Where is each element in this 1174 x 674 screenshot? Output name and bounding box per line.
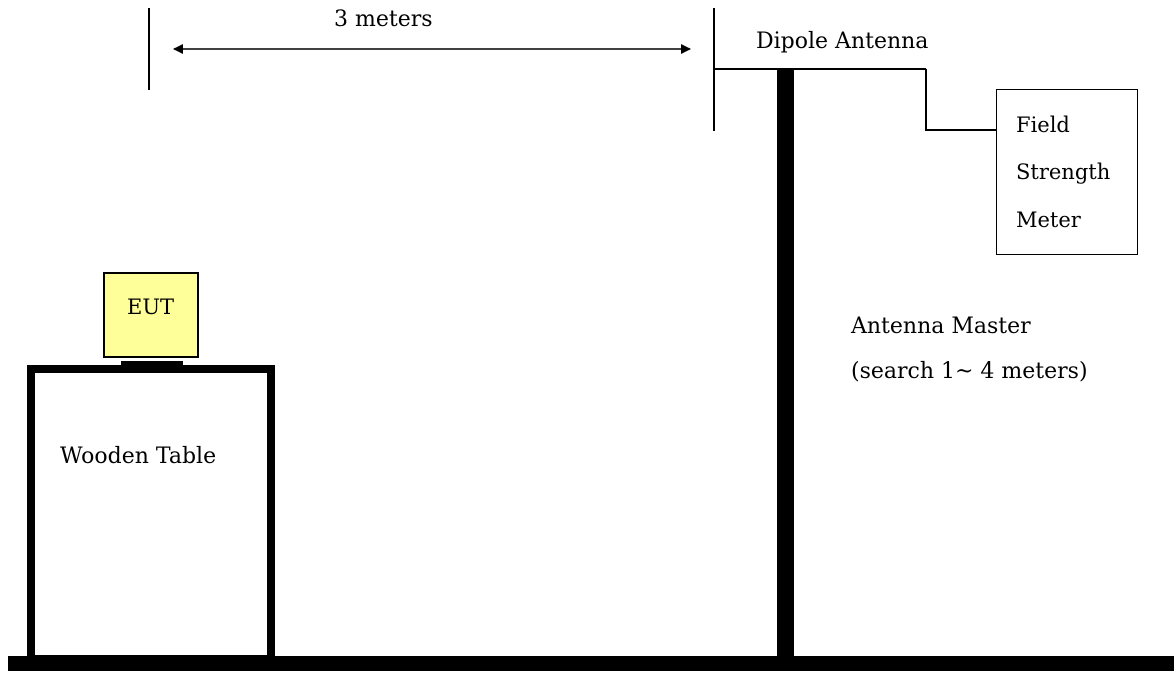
field-strength-meter-box (996, 89, 1138, 255)
eut-box (103, 272, 199, 358)
meter-label-line3: Meter (1016, 208, 1081, 232)
eut-label: EUT (127, 295, 175, 319)
meter-label-line2: Strength (1016, 160, 1111, 184)
distance-label: 3 meters (334, 7, 433, 32)
antenna-search-range-label: (search 1~ 4 meters) (851, 359, 1088, 384)
dipole-antenna-label: Dipole Antenna (756, 29, 929, 54)
antenna-mast (777, 69, 794, 663)
meter-label-line1: Field (1016, 113, 1070, 137)
eut-base (121, 361, 183, 367)
antenna-mast-label: Antenna Master (851, 314, 1031, 339)
ground-line (8, 656, 1174, 671)
meter-cable (925, 69, 996, 131)
wooden-table (27, 365, 275, 663)
wooden-table-label: Wooden Table (60, 444, 217, 469)
